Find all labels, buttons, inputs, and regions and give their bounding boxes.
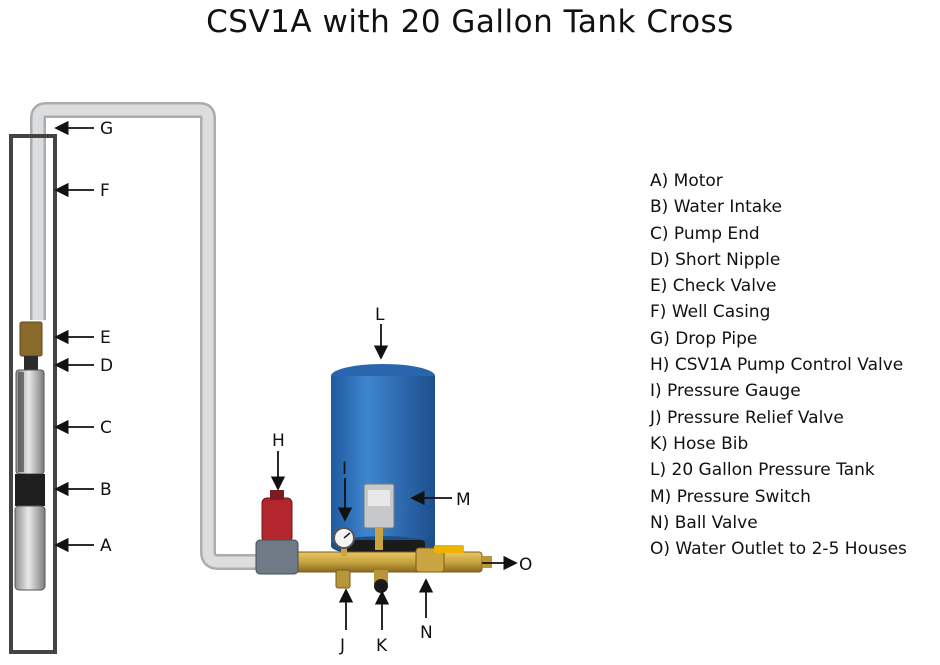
callout-d: D [100, 356, 113, 376]
callout-h: H [272, 431, 285, 451]
legend-item: A) Motor [650, 171, 723, 191]
legend-item: G) Drop Pipe [650, 328, 758, 349]
motor [14, 505, 46, 591]
legend-item: M) Pressure Switch [650, 486, 811, 507]
callout-arrows [54, 120, 518, 630]
callout-o: O [519, 555, 532, 575]
legend-item: O) Water Outlet to 2-5 Houses [650, 539, 907, 560]
callout-f: F [100, 181, 110, 201]
legend-item: C) Pump End [650, 223, 760, 244]
legend-item: N) Ball Valve [650, 512, 758, 533]
callout-g: G [100, 119, 113, 139]
diagram-title: CSV1A with 20 Gallon Tank Cross [206, 4, 734, 40]
legend-item: K) Hose Bib [650, 433, 749, 454]
legend-item: D) Short Nipple [650, 249, 781, 270]
ball-valve [415, 545, 464, 573]
callout-k: K [376, 636, 388, 656]
callout-l: L [375, 305, 385, 325]
pressure-relief-valve [335, 569, 351, 589]
check-valve [19, 321, 43, 357]
callout-i: I [342, 459, 347, 479]
pressure-gauge [333, 527, 355, 556]
callout-j: J [339, 636, 345, 656]
callout-b: B [100, 480, 112, 500]
drop-pipe [30, 102, 258, 570]
pressure-switch [363, 483, 395, 550]
short-nipple [24, 356, 38, 370]
csv1a-pump-control-valve [255, 490, 299, 575]
legend-item: L) 20 Gallon Pressure Tank [650, 460, 875, 481]
pump-end [15, 369, 45, 475]
callout-n: N [420, 623, 433, 643]
legend-item: H) CSV1A Pump Control Valve [650, 355, 904, 376]
legend-item: B) Water Intake [650, 197, 782, 218]
hose-bib [374, 570, 388, 593]
legend-item: E) Check Valve [650, 276, 777, 297]
callout-e: E [100, 328, 111, 348]
callout-m: M [456, 490, 471, 510]
component-legend: A) Motor B) Water Intake C) Pump End D) … [650, 168, 907, 562]
callout-a: A [100, 536, 112, 556]
callout-c: C [100, 418, 112, 438]
legend-item: I) Pressure Gauge [650, 381, 801, 402]
legend-item: J) Pressure Relief Valve [650, 407, 844, 428]
well-casing [9, 134, 57, 654]
water-intake [15, 474, 45, 506]
legend-item: F) Well Casing [650, 302, 771, 323]
